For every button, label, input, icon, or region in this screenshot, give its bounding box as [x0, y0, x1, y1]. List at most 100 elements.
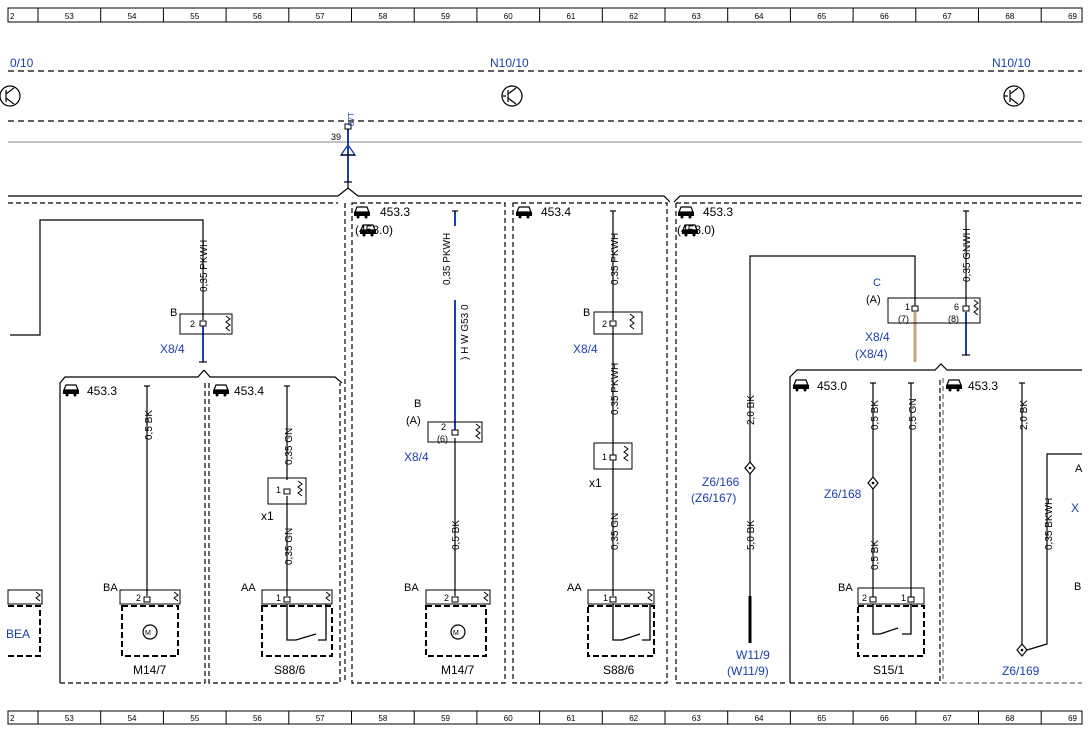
- variant-label: 453.4: [541, 205, 571, 219]
- variant-label: 453.0: [817, 379, 847, 393]
- svg-text:1: 1: [603, 593, 608, 603]
- svg-text:B: B: [583, 307, 590, 319]
- component-label: S15/1: [873, 663, 905, 677]
- svg-text:AA: AA: [241, 582, 256, 594]
- svg-text:AA: AA: [567, 582, 582, 594]
- svg-text:6: 6: [954, 302, 959, 312]
- ruler-column-number: 56: [253, 714, 262, 723]
- wire-label: 0,35 GN: [284, 428, 295, 465]
- ruler-column-number: 58: [378, 12, 387, 21]
- transistor-symbol-n10-10-right: [1003, 85, 1025, 107]
- module-bea-box: [7, 589, 43, 657]
- svg-text:2: 2: [441, 422, 446, 432]
- ruler-column-number: 61: [566, 12, 575, 21]
- transistor-symbol-n10-10: [501, 85, 523, 107]
- ruler-column-number: 56: [253, 12, 262, 21]
- ruler-column-number: 67: [943, 12, 952, 21]
- vehicle-icon: [945, 379, 963, 393]
- svg-text:(A): (A): [406, 415, 421, 427]
- variant-label: 453.3: [703, 205, 733, 219]
- ruler-column-number: 57: [316, 12, 325, 21]
- ruler-column-number: 64: [755, 714, 764, 723]
- ruler-column-number: 69: [1068, 12, 1077, 21]
- vehicle-icon: [62, 384, 80, 398]
- component-label: S88/6: [603, 663, 635, 677]
- ruler-column-number: 54: [128, 714, 137, 723]
- switch-s88-6-left: [261, 589, 333, 657]
- wire-label: 0,5 BK: [451, 520, 462, 550]
- wire-label: 0,5 BK: [870, 540, 881, 570]
- ruler-column-number: 60: [504, 714, 513, 723]
- component-label: S88/6: [274, 663, 306, 677]
- svg-text:1: 1: [905, 302, 910, 312]
- svg-text:(A): (A): [866, 294, 881, 306]
- column-ruler-top: [7, 7, 1083, 23]
- splice-label: Z6/168: [824, 487, 862, 501]
- svg-text:2: 2: [444, 593, 449, 603]
- splice-label: Z6/169: [1002, 664, 1040, 678]
- svg-text:x1: x1: [261, 509, 274, 523]
- wire-label: 2,0 BK: [1019, 400, 1030, 430]
- motor-m14-7-center: M: [425, 589, 491, 657]
- ruler-column-number: 63: [692, 12, 701, 21]
- ruler-column-number: 65: [817, 714, 826, 723]
- wire-label: 0,35 PKWH: [199, 240, 210, 292]
- bus-splice-39: [339, 123, 357, 188]
- svg-text:2: 2: [862, 593, 867, 603]
- svg-text:B: B: [414, 398, 421, 410]
- switch-s88-6-center: [587, 589, 655, 657]
- svg-text:M: M: [145, 630, 151, 637]
- ruler-column-number: 62: [629, 714, 638, 723]
- wire-label: 0,35 GNWH: [962, 228, 973, 282]
- wire-label: 5,0 BK: [746, 520, 757, 550]
- ruler-column-number: 64: [755, 12, 764, 21]
- vehicle-icon: [353, 206, 371, 220]
- connector-label: X8/4: [404, 450, 429, 464]
- ruler-column-number: 66: [880, 714, 889, 723]
- ruler-column-number: 57: [316, 714, 325, 723]
- variant-label: 453.3: [380, 205, 410, 219]
- vehicle-icon: [515, 206, 533, 220]
- wire-label: 0,5 BK: [144, 410, 155, 440]
- ruler-column-number: 68: [1005, 12, 1014, 21]
- ruler-edge-label: 2: [10, 714, 15, 723]
- splice-label: Z6/166: [702, 475, 740, 489]
- component-label-n10-10-right: N10/10: [992, 56, 1031, 70]
- svg-text:1: 1: [602, 452, 607, 462]
- transistor-symbol-left: [0, 85, 21, 107]
- wire-label: 2,0 BK: [746, 395, 757, 425]
- component-label-left: 0/10: [10, 56, 34, 70]
- module-label: BEA: [6, 627, 30, 641]
- ruler-column-number: 53: [65, 12, 74, 21]
- svg-text:C: C: [873, 277, 881, 289]
- vehicle-icon: [677, 206, 695, 220]
- connector-label: X8/4: [160, 342, 185, 356]
- svg-text:(8): (8): [948, 314, 959, 324]
- connector-label: X8/4: [573, 342, 598, 356]
- wire-label: 0,5 GN: [908, 398, 919, 430]
- svg-text:M: M: [453, 630, 459, 637]
- ruler-column-number: 55: [190, 12, 199, 21]
- svg-text:2: 2: [136, 593, 141, 603]
- wire-label: 0,35 PKWH: [610, 363, 621, 415]
- bus-wire-label: 87T: [347, 112, 356, 126]
- vehicle-icon: [212, 384, 230, 398]
- ruler-column-number: 67: [943, 714, 952, 723]
- connector-label: (X8/4): [855, 347, 888, 361]
- component-label: M14/7: [133, 663, 167, 677]
- variant-label: 453.4: [234, 384, 264, 398]
- svg-text:1: 1: [901, 593, 906, 603]
- wire-label: 0,35 GN: [284, 528, 295, 565]
- svg-text:x1: x1: [589, 476, 602, 490]
- ruler-column-number: 65: [817, 12, 826, 21]
- wire-label: 0,5 BK: [870, 400, 881, 430]
- connector-label: X8/4: [865, 330, 890, 344]
- wire-label: 0,35 BKWH: [1044, 498, 1055, 550]
- ruler-column-number: 59: [441, 714, 450, 723]
- svg-text:1: 1: [276, 593, 281, 603]
- svg-text:X: X: [1071, 501, 1079, 515]
- svg-text:(7): (7): [898, 314, 909, 324]
- ruler-column-number: 58: [378, 714, 387, 723]
